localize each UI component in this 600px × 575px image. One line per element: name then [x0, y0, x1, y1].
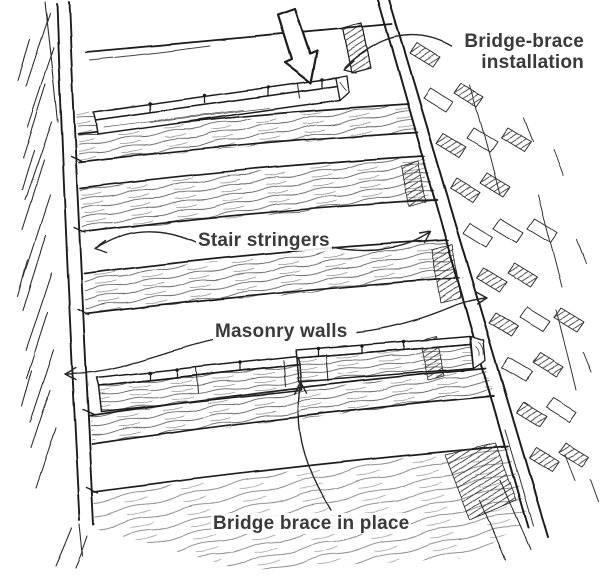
- right-stair-stringer: [342, 0, 549, 538]
- bridge-brace-top: [93, 75, 350, 135]
- top-landing-edge: [85, 23, 393, 61]
- install-direction-block-arrow-icon: [276, 7, 319, 85]
- arrow-stair-stringers-right: [330, 231, 431, 252]
- callout-arrows: [64, 34, 488, 511]
- label-bridge-brace-in-place: Bridge brace in place: [211, 513, 412, 534]
- arrow-masonry-walls-right: [356, 291, 488, 333]
- label-stair-stringers: Stair stringers: [196, 230, 332, 251]
- wall-accent-strokes: [469, 84, 599, 527]
- arrow-bridge-brace-installation: [343, 34, 453, 74]
- left-stair-stringer: [55, 1, 99, 569]
- tread-bottom: [94, 446, 528, 570]
- label-bridge-brace-installation: Bridge-brace installation: [462, 31, 586, 73]
- tread-2: [80, 156, 437, 232]
- label-bridge-brace-installation-line2: installation: [481, 52, 584, 73]
- tread-3: [84, 240, 459, 314]
- bridge-brace-bottom: [95, 335, 487, 413]
- tread-4: [90, 368, 494, 444]
- arrow-bridge-brace-in-place: [294, 381, 332, 511]
- tread-1: [78, 104, 417, 162]
- label-bridge-brace-installation-line1: Bridge-brace: [464, 31, 584, 52]
- left-masonry-wall-hatching: [17, 1, 59, 489]
- arrow-stair-stringers-left: [94, 230, 197, 254]
- stair-treads: [76, 101, 528, 570]
- right-masonry-wall: [409, 42, 599, 527]
- step-end-shadows: [401, 160, 531, 561]
- stringer-top-post: [342, 22, 372, 74]
- label-masonry-walls: Masonry walls: [213, 321, 350, 342]
- arrow-masonry-walls-left: [64, 339, 214, 381]
